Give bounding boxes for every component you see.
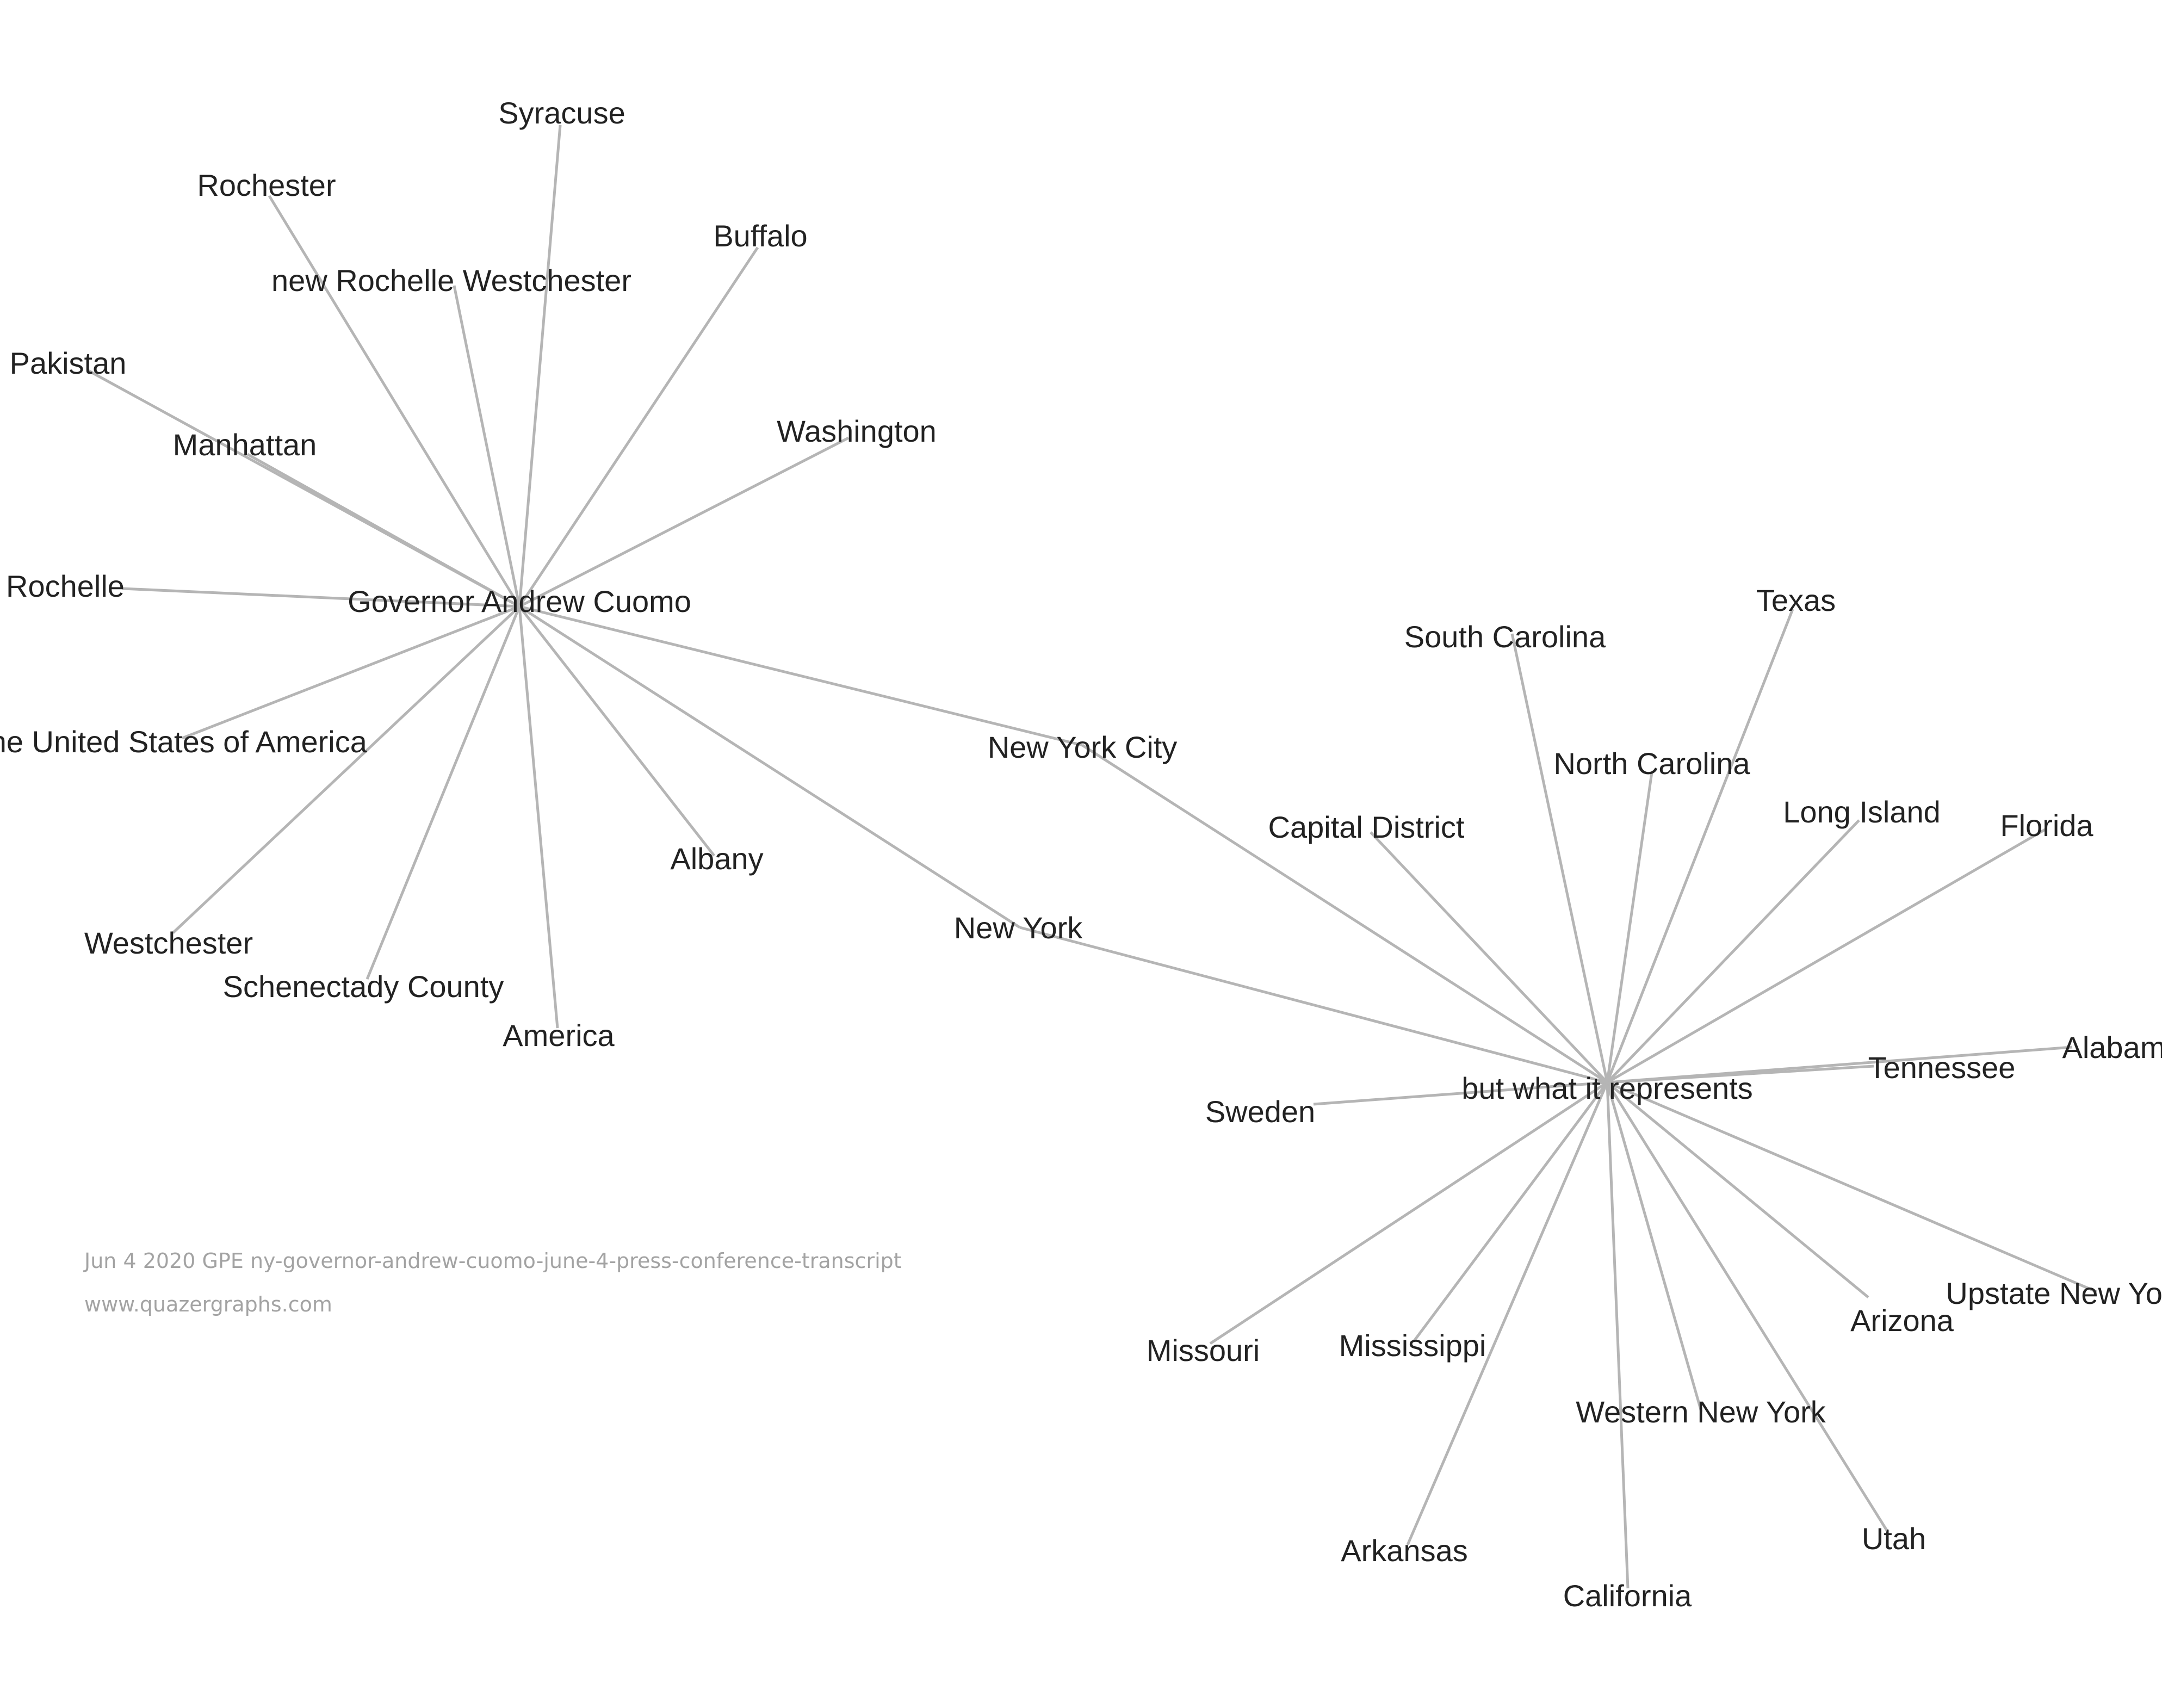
node-label-pakistan: Pakistan [10, 346, 127, 380]
node-label-new-york: New York [954, 911, 1083, 945]
node-label-texas: Texas [1756, 583, 1836, 617]
edge-governor-andrew-cuomo-to-america [518, 606, 559, 1029]
node-label-albany: Albany [670, 841, 763, 876]
edge-but-what-it-represents-to-mississippi [1413, 1081, 1609, 1342]
edge-but-what-it-represents-to-alabama [1607, 1045, 2073, 1084]
node-label-capital-district: Capital District [1268, 810, 1465, 844]
caption-website: www.quazergraphs.com [84, 1292, 332, 1316]
node-label-rochester: Rochester [197, 168, 336, 202]
graph-edges [86, 125, 2097, 1589]
edge-but-what-it-represents-to-texas [1606, 609, 1794, 1083]
edge-governor-andrew-cuomo-to-new-york-city [519, 605, 1083, 747]
node-label-but-what-it-represents: but what it represents [1461, 1071, 1752, 1105]
node-label-long-island: Long Island [1783, 795, 1941, 829]
node-label-north-carolina: North Carolina [1553, 746, 1750, 781]
edge-governor-andrew-cuomo-to-washington [518, 436, 850, 608]
node-label-manhattan: Manhattan [173, 428, 317, 462]
caption-title: Jun 4 2020 GPE ny-governor-andrew-cuomo-… [84, 1249, 902, 1273]
node-label-utah: Utah [1862, 1521, 1926, 1556]
node-label-arizona: Arizona [1850, 1303, 1954, 1338]
graph-node-labels: Governor Andrew Cuomo but what it represe… [0, 96, 2162, 1613]
node-label-syracuse: Syracuse [498, 96, 625, 130]
node-label-missouri: Missouri [1147, 1333, 1260, 1367]
node-label-westchester: Westchester [84, 926, 253, 960]
edge-but-what-it-represents-to-florida [1606, 828, 2046, 1084]
edge-but-what-it-represents-to-new-york-city [1081, 744, 1608, 1084]
node-label-schenectady-county: Schenectady County [223, 969, 504, 1004]
node-label-buffalo: Buffalo [713, 219, 807, 253]
edge-but-what-it-represents-to-capital-district [1370, 831, 1608, 1084]
node-label-alabama: Alabama [2062, 1030, 2162, 1065]
node-label-upstate-new-york: Upstate New York [1946, 1276, 2162, 1310]
edge-but-what-it-represents-to-utah [1606, 1081, 1889, 1532]
node-label-south-carolina: South Carolina [1404, 620, 1606, 654]
edge-but-what-it-represents-to-arkansas [1406, 1082, 1609, 1545]
edge-governor-andrew-cuomo-to-schenectady-county [366, 606, 521, 980]
node-label-florida: Florida [2000, 808, 2093, 843]
node-label-california: California [1563, 1579, 1692, 1613]
node-label-america: America [503, 1018, 615, 1053]
edge-governor-andrew-cuomo-to-buffalo [518, 246, 759, 608]
edge-governor-andrew-cuomo-to-new-york [518, 605, 1021, 929]
node-label-new-york-city: New York City [988, 730, 1178, 764]
edge-governor-andrew-cuomo-to-new-rochelle-westchester [453, 285, 521, 607]
edge-governor-andrew-cuomo-to-rochelle [122, 587, 520, 608]
edge-but-what-it-represents-to-arizona [1606, 1081, 1869, 1298]
node-label-sweden: Sweden [1205, 1094, 1315, 1129]
node-label-western-new-york: Western New York [1576, 1395, 1826, 1429]
edge-but-what-it-represents-to-upstate-new-york [1607, 1081, 2097, 1294]
node-label-mississippi: Mississippi [1339, 1328, 1486, 1363]
edge-governor-andrew-cuomo-to-rochester [268, 195, 521, 608]
edge-but-what-it-represents-to-south-carolina [1510, 633, 1609, 1083]
edge-but-what-it-represents-to-missouri [1209, 1081, 1608, 1345]
edge-but-what-it-represents-to-california [1606, 1082, 1630, 1589]
node-label-governor-andrew-cuomo: Governor Andrew Cuomo [348, 584, 691, 618]
edge-governor-andrew-cuomo-to-westchester [172, 605, 521, 934]
node-label-washington: Washington [777, 414, 937, 448]
edge-but-what-it-represents-to-sweden [1313, 1081, 1608, 1106]
edge-but-what-it-represents-to-western-new-york [1606, 1082, 1703, 1412]
edge-but-what-it-represents-to-new-york [1019, 926, 1608, 1084]
node-label-new-rochelle-westchester: new Rochelle Westchester [271, 263, 631, 298]
edge-governor-andrew-cuomo-to-albany [518, 605, 715, 857]
edge-but-what-it-represents-to-north-carolina [1606, 772, 1653, 1083]
edge-governor-andrew-cuomo-to-manhattan [246, 453, 521, 608]
node-label-the-united-states-of-america: the United States of America [0, 725, 368, 759]
node-label-rochelle: Rochelle [6, 569, 125, 603]
node-label-arkansas: Arkansas [1341, 1533, 1467, 1568]
node-label-tennessee: Tennessee [1868, 1050, 2016, 1085]
edge-governor-andrew-cuomo-to-syracuse [518, 125, 562, 607]
edge-but-what-it-represents-to-long-island [1606, 819, 1860, 1084]
edge-governor-andrew-cuomo-to-the-united-states-of-america [182, 605, 520, 740]
